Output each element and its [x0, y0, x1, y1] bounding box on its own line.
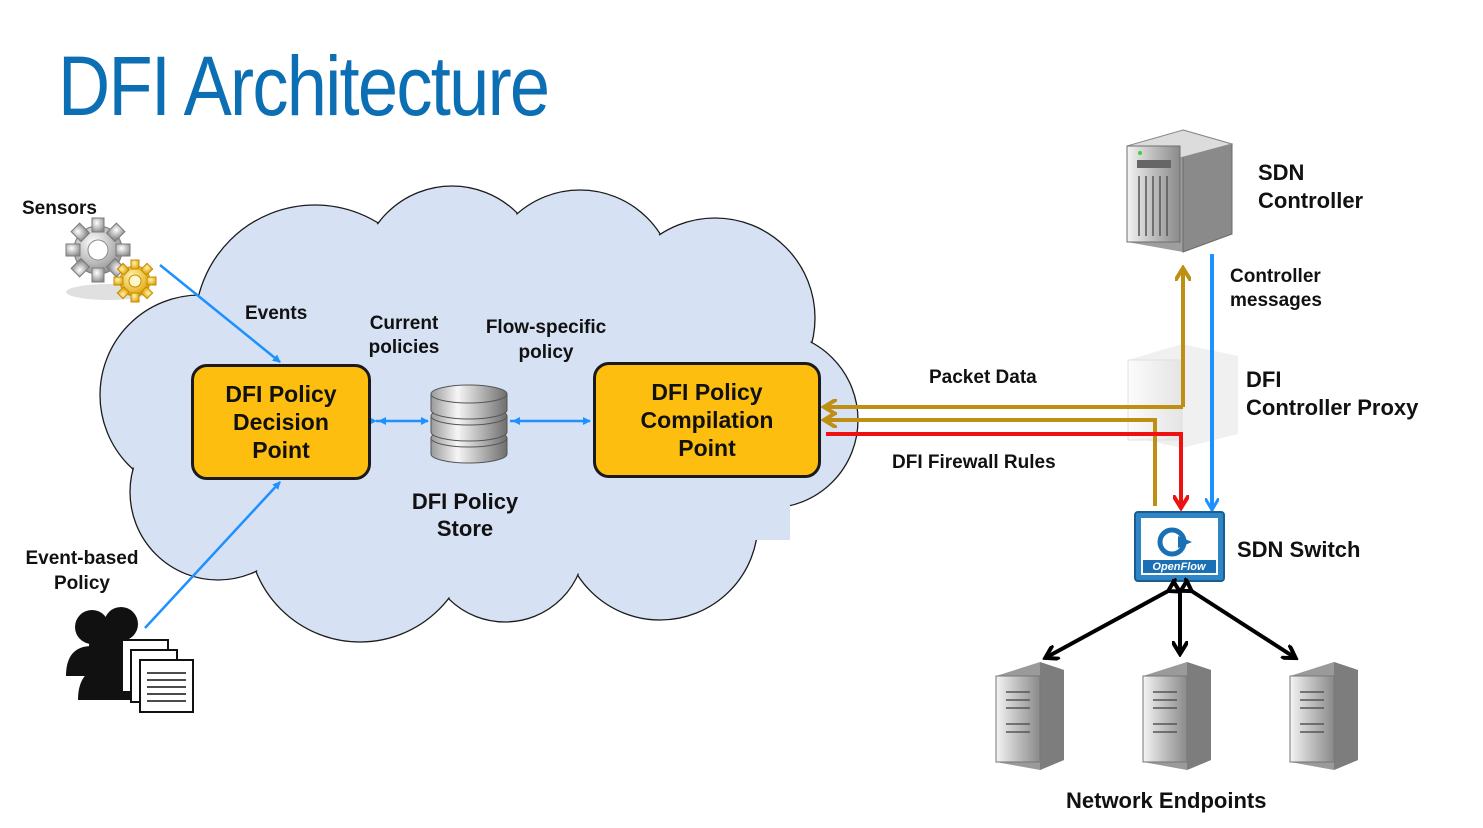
sdn-switch-label: SDN Switch	[1237, 537, 1361, 562]
events-arrow	[159, 264, 281, 363]
events-label: Events	[245, 303, 308, 324]
dfi-proxy-line-1: DFI	[1246, 367, 1282, 392]
controller-messages-label: Controller messages	[1230, 265, 1322, 313]
decision-line-1: DFI Policy	[225, 381, 337, 407]
policy-decision-point: DFI Policy Decision Point	[191, 364, 371, 480]
gears-icon	[65, 217, 157, 303]
policy-store-label: DFI Policy Store	[395, 488, 535, 542]
openflow-logo-text: OpenFlow	[1152, 561, 1207, 573]
firewall-rules-label: DFI Firewall Rules	[892, 452, 1056, 473]
packet-data-label: Packet Data	[929, 367, 1037, 388]
decision-line-3: Point	[252, 437, 310, 463]
database-icon	[430, 384, 508, 464]
decision-line-2: Decision	[233, 409, 329, 435]
event-based-line-1: Event-based	[25, 548, 139, 569]
policy-store-line-2: Store	[436, 516, 494, 541]
current-policies-line-1: Current	[369, 313, 439, 334]
event-policy-arrow	[144, 481, 281, 629]
compilation-line-2: Compilation	[640, 407, 774, 433]
dfi-proxy-line-2: Controller Proxy	[1246, 395, 1419, 420]
event-based-line-2: Policy	[54, 573, 110, 594]
current-policies-label: Current policies	[358, 312, 450, 360]
endpoint-server-1	[995, 662, 1064, 770]
controller-messages-line-1: Controller	[1230, 266, 1321, 287]
users-documents-icon	[66, 607, 194, 713]
flow-specific-line-1: Flow-specific	[485, 317, 607, 338]
policy-store-line-1: DFI Policy	[411, 489, 519, 514]
sensors-label: Sensors	[22, 198, 97, 219]
controller-messages-line-2: messages	[1230, 290, 1322, 311]
packet-data-arrows	[826, 270, 1183, 506]
event-based-policy-label: Event-based Policy	[12, 546, 152, 596]
policy-compilation-point: DFI Policy Compilation Point	[593, 362, 821, 478]
compilation-line-3: Point	[678, 435, 736, 461]
openflow-switch-icon: OpenFlow	[1134, 511, 1225, 582]
page-title: DFI Architecture	[58, 39, 550, 133]
flow-specific-policy-label: Flow-specific policy	[472, 315, 620, 365]
sdn-controller-line-2: Controller	[1258, 188, 1364, 213]
sdn-controller-line-1: SDN	[1258, 160, 1305, 185]
endpoint-server-2	[1142, 662, 1211, 770]
sdn-controller-label: SDN Controller	[1258, 159, 1363, 215]
compilation-line-1: DFI Policy	[651, 379, 763, 405]
dfi-controller-proxy-label: DFI Controller Proxy	[1246, 366, 1418, 422]
server-tower-icon	[1126, 129, 1234, 253]
endpoint-server-3	[1289, 662, 1358, 770]
current-policies-line-2: policies	[368, 337, 440, 358]
network-endpoints-label: Network Endpoints	[1066, 788, 1267, 813]
flow-specific-line-2: policy	[518, 342, 574, 363]
firewall-rules-arrow	[826, 432, 1181, 506]
endpoint-links	[1047, 590, 1294, 657]
